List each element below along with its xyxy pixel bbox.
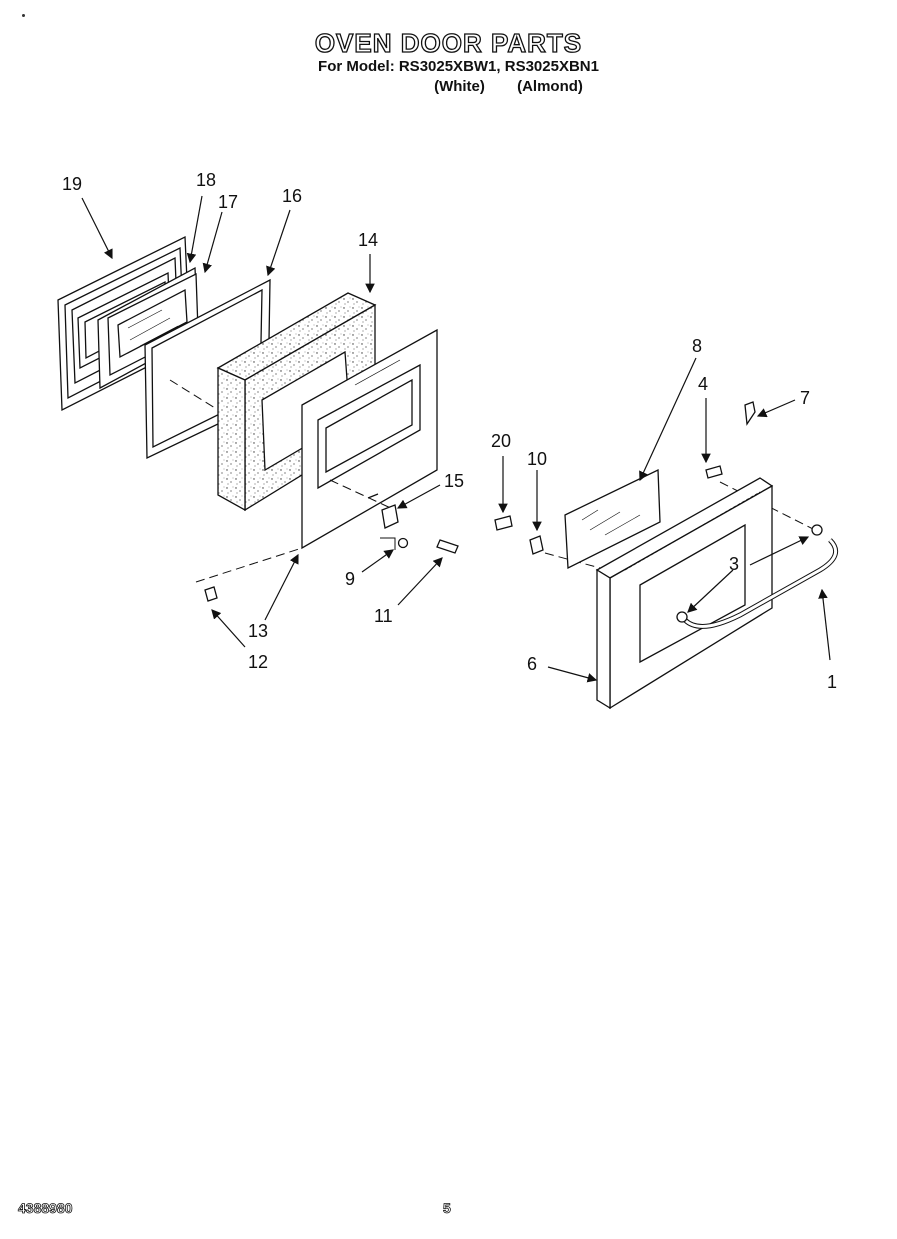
outer-door-panel-part xyxy=(595,477,774,710)
page-title: OVEN DOOR PARTS xyxy=(314,27,583,58)
callout-20: 20 xyxy=(491,431,511,451)
model-line: For Model: RS3025XBW1, RS3025XBN1 xyxy=(318,58,599,75)
color-almond-label: (Almond) xyxy=(517,78,583,95)
callout-11: 11 xyxy=(374,606,393,626)
callout-4: 4 xyxy=(698,374,708,394)
callout-15: 15 xyxy=(444,471,464,491)
callout-18: 18 xyxy=(196,170,216,190)
callout-10: 10 xyxy=(527,449,547,469)
door-handle-part xyxy=(676,524,839,629)
callout-9: 9 xyxy=(345,569,355,589)
callout-12: 12 xyxy=(248,652,268,672)
outer-window-glass-part xyxy=(564,468,661,570)
speck-dot xyxy=(22,14,25,17)
color-line: (White) (Almond) xyxy=(60,78,897,95)
assembly-guide-lines xyxy=(169,379,816,583)
callout-3: 3 xyxy=(729,554,739,574)
callout-16: 16 xyxy=(282,186,302,206)
document-number: 4388980 xyxy=(18,1200,73,1217)
callout-7: 7 xyxy=(800,388,810,408)
callout-1: 1 xyxy=(827,672,837,692)
inner-glass-assembly-part xyxy=(97,266,199,390)
color-white-label: (White) xyxy=(434,78,485,95)
hardware-right xyxy=(494,401,756,555)
callout-8: 8 xyxy=(692,336,702,356)
callout-6: 6 xyxy=(527,654,537,674)
callout-17: 17 xyxy=(218,192,238,212)
hardware-left xyxy=(204,504,459,602)
callout-19: 19 xyxy=(62,174,82,194)
inner-door-panel-part xyxy=(301,328,438,550)
callout-13: 13 xyxy=(248,621,268,641)
callout-14: 14 xyxy=(358,230,378,250)
callout-leaders xyxy=(81,195,831,683)
page-number: 5 xyxy=(443,1200,452,1217)
